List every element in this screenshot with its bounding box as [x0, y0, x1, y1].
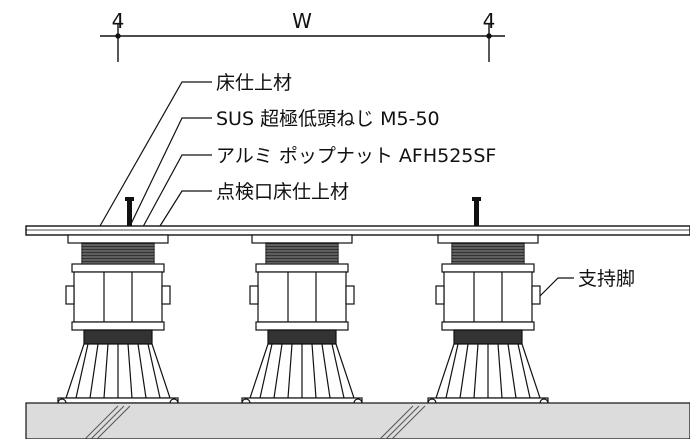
support-side-tab	[531, 285, 541, 305]
support-base-rib	[459, 343, 469, 399]
leader-lines	[99, 81, 574, 299]
dimension-left-value: 4	[112, 9, 125, 33]
support-lower-thread	[267, 329, 337, 345]
leader-nut	[137, 154, 212, 237]
support-upper-nut	[71, 263, 165, 273]
support-foot-plate	[57, 397, 179, 404]
support-leg-1	[57, 234, 179, 418]
leader-hatch-finish	[159, 190, 212, 227]
support-lower-thread	[83, 329, 153, 345]
support-lower-nut	[441, 321, 535, 331]
support-head-plate	[437, 234, 539, 244]
support-base-rib	[507, 343, 517, 399]
support-side-tab	[435, 285, 445, 305]
support-base-rib	[273, 343, 283, 399]
support-base-rib	[287, 343, 293, 399]
label-floor-finish: 床仕上材	[216, 72, 292, 94]
support-base-rib	[127, 343, 133, 399]
support-body	[443, 271, 533, 323]
leader-support-leg	[537, 277, 574, 299]
screw-head-right	[472, 197, 481, 201]
screws	[125, 197, 481, 226]
floor-panel	[25, 225, 690, 236]
support-foot-plate	[241, 397, 363, 404]
support-base-rib	[137, 343, 147, 399]
label-hatch-finish: 点検口床仕上材	[216, 181, 349, 203]
concrete-slab	[25, 402, 690, 439]
ground-slab	[25, 402, 690, 439]
screw-right	[474, 200, 479, 226]
support-base-rib	[311, 343, 317, 399]
support-foot-plate	[427, 397, 549, 404]
support-head-plate	[251, 234, 353, 244]
support-base-rib	[321, 343, 331, 399]
support-head-plate	[67, 234, 169, 244]
label-screw: SUS 超極低頭ねじ M5-50	[216, 108, 440, 130]
support-upper-nut	[255, 263, 349, 273]
support-lower-nut	[255, 321, 349, 331]
support-body	[257, 271, 347, 323]
screw-left	[127, 200, 132, 226]
support-side-tab	[345, 285, 355, 305]
support-base-rib	[89, 343, 99, 399]
floor-finish-board	[25, 225, 690, 236]
support-base-rib	[497, 343, 503, 399]
leader-floor-finish	[99, 81, 212, 227]
support-legs-group	[57, 234, 549, 418]
dimension-tick-left	[115, 33, 121, 39]
support-leg-2	[241, 234, 363, 418]
screw-head-left	[125, 197, 134, 201]
dimension-right-value: 4	[483, 9, 496, 33]
dimension-width-label: W	[292, 9, 312, 33]
support-base-rib	[445, 343, 459, 399]
support-upper-nut	[441, 263, 535, 273]
support-base-rib	[517, 343, 531, 399]
support-lower-nut	[71, 321, 165, 331]
support-base-rib	[473, 343, 479, 399]
support-side-tab	[65, 285, 75, 305]
support-base-rib	[259, 343, 273, 399]
support-base-rib	[147, 343, 161, 399]
label-support-leg: 支持脚	[578, 268, 635, 290]
dimension-tick-right	[486, 33, 492, 39]
leader-screw	[129, 117, 212, 227]
slab-break-marks	[84, 405, 426, 439]
support-lower-thread	[453, 329, 523, 345]
label-nut: アルミ ポップナット AFH525SF	[216, 145, 496, 167]
support-side-tab	[161, 285, 171, 305]
support-base-rib	[75, 343, 89, 399]
support-base-rib	[331, 343, 345, 399]
support-body	[73, 271, 163, 323]
support-leg-3	[427, 234, 549, 418]
support-base-rib	[103, 343, 109, 399]
dimension-annotation	[100, 24, 505, 62]
support-side-tab	[249, 285, 259, 305]
